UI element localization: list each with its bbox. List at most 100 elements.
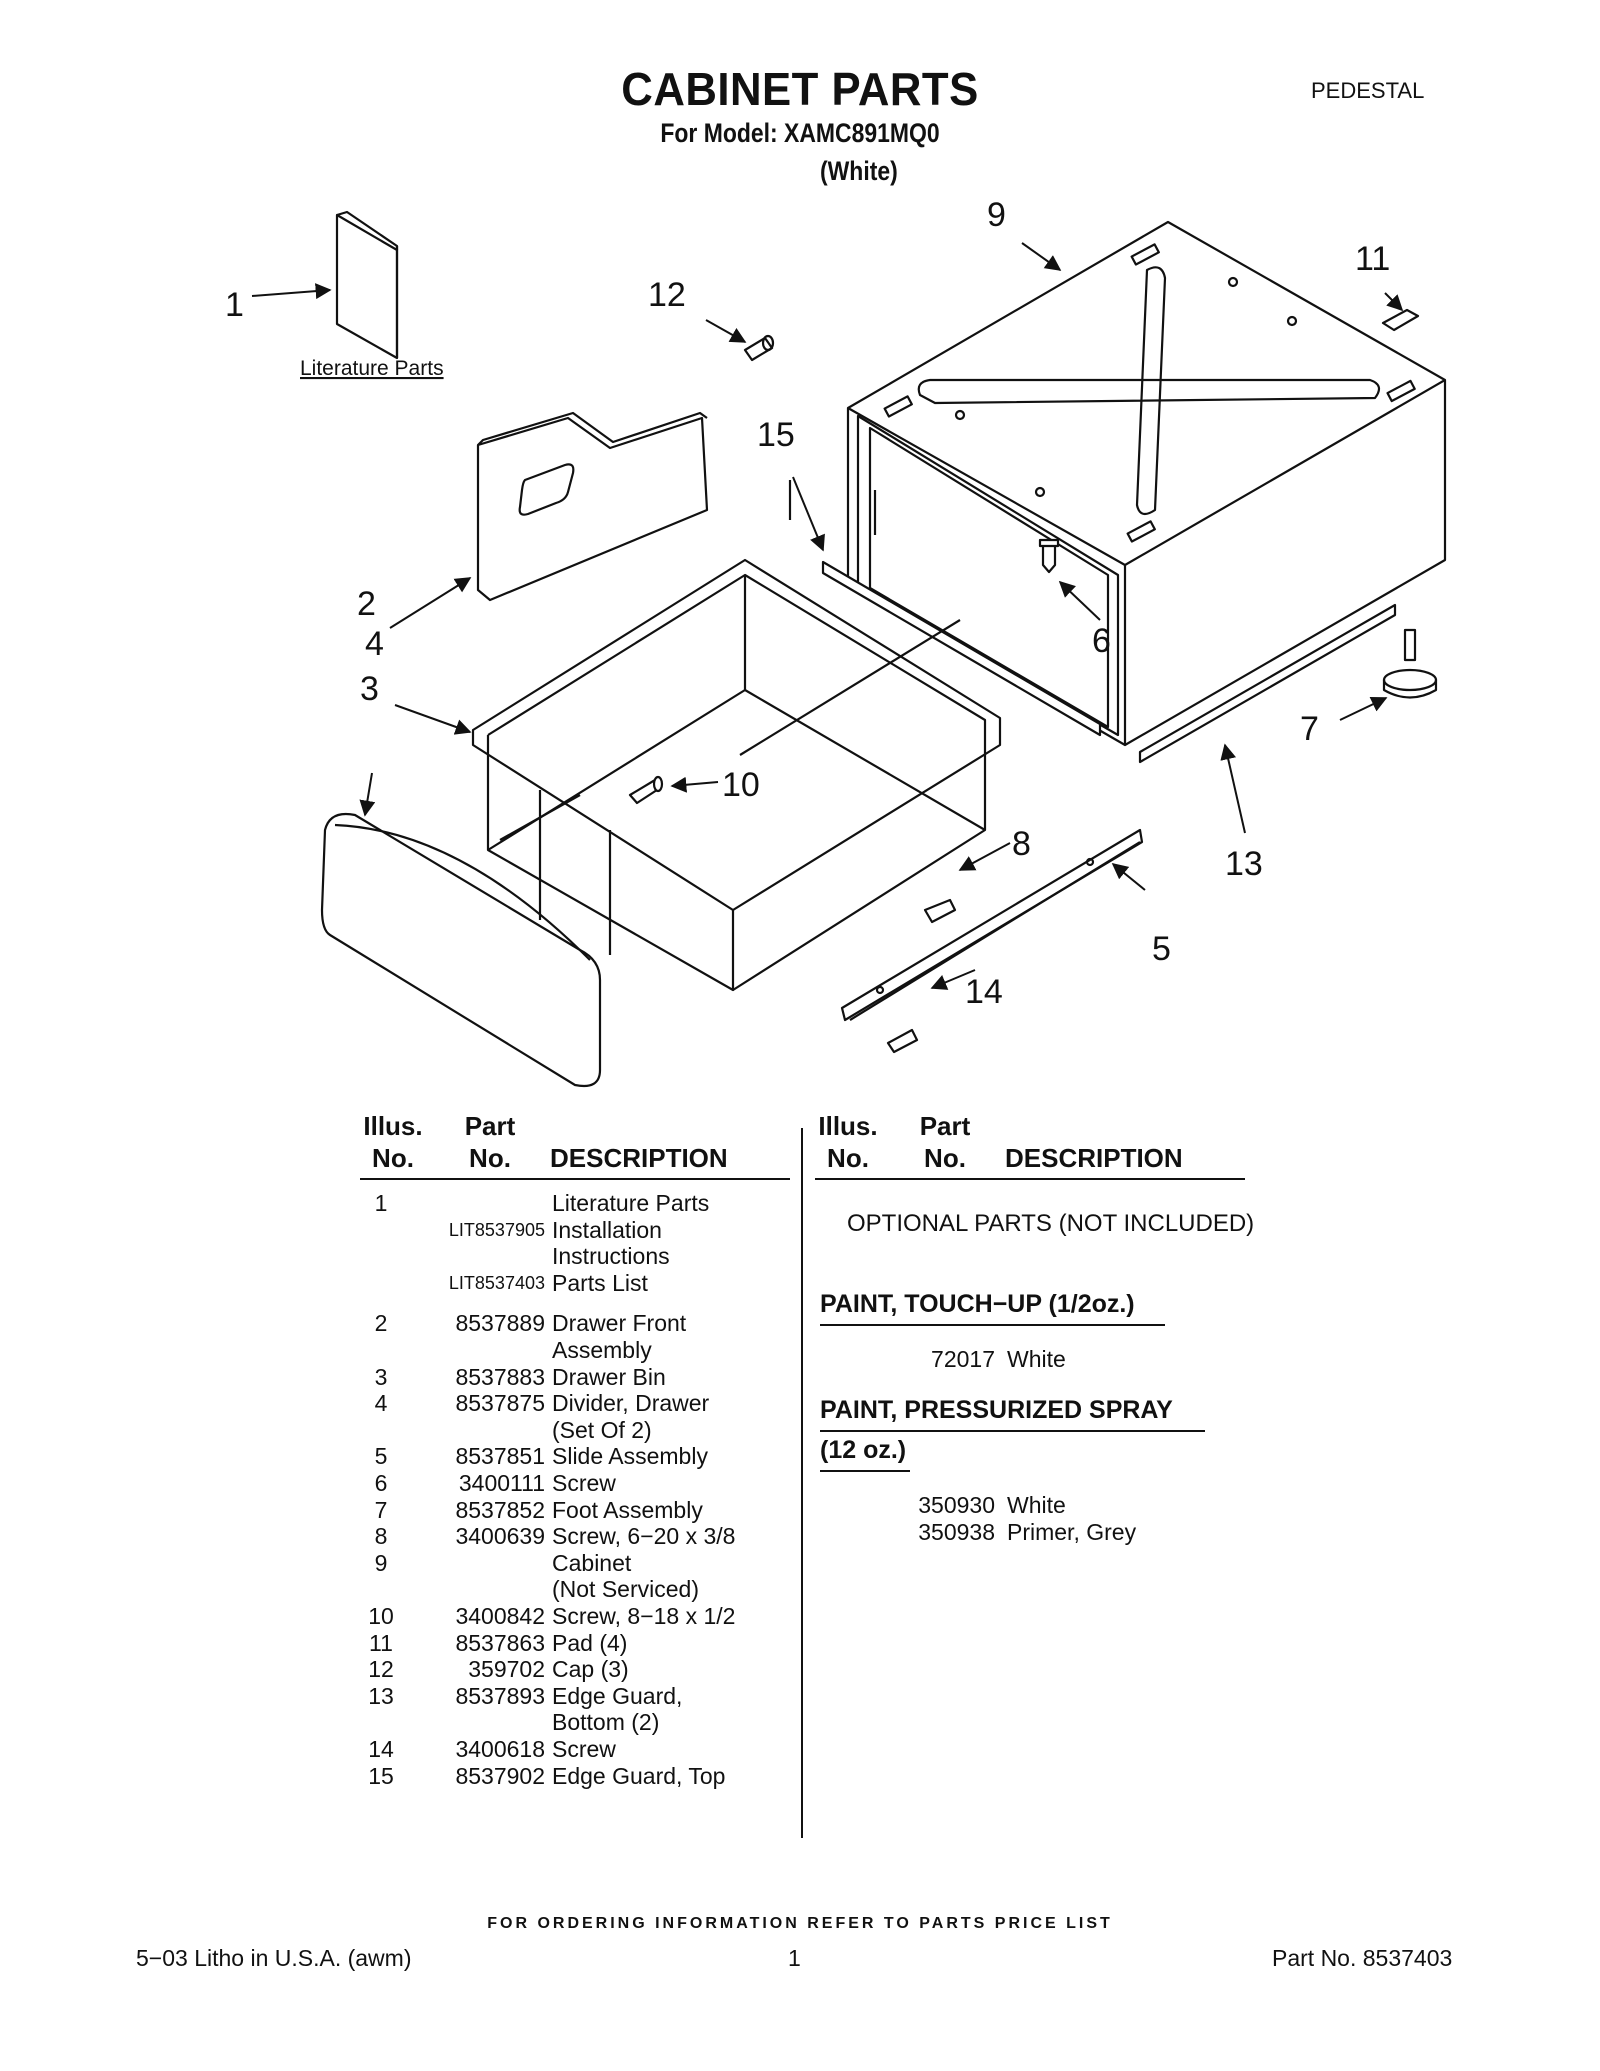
callout-12: 12	[648, 276, 686, 314]
part-description: Installation	[552, 1216, 662, 1243]
touchup-title: PAINT, TOUCH−UP (1/2oz.)	[820, 1290, 1135, 1318]
spray-rule-2	[820, 1470, 910, 1472]
table-row: (Not Serviced)	[360, 1576, 790, 1603]
part-description: Assembly	[552, 1337, 652, 1363]
edge-guard-top	[821, 560, 1102, 737]
pad	[1381, 308, 1420, 332]
part-description: Screw, 6−20 x 3/8	[552, 1523, 736, 1550]
table-row: 3 8537883 Drawer Bin	[360, 1364, 790, 1391]
ordering-note: FOR ORDERING INFORMATION REFER TO PARTS …	[487, 1915, 1113, 1932]
part-description: Parts List	[552, 1269, 648, 1296]
part-number: 3400618	[455, 1736, 545, 1762]
opt-header-part: Part No.	[919, 1111, 971, 1173]
part-description: Bottom (2)	[552, 1709, 660, 1736]
part-description: Foot Assembly	[552, 1496, 703, 1523]
part-description: Screw, 8−18 x 1/2	[552, 1603, 736, 1629]
part-number: 3400639	[455, 1523, 545, 1550]
part-description: Edge Guard,	[552, 1682, 683, 1709]
spray-subtitle: (12 oz.)	[820, 1436, 907, 1464]
slide-assembly	[840, 828, 1144, 1022]
literature-parts-label: Literature Parts	[300, 357, 444, 380]
part-description: Pad (4)	[552, 1629, 628, 1656]
callout-9: 9	[987, 196, 1006, 234]
foot-assembly	[1382, 628, 1438, 699]
part-number: 3400842	[455, 1603, 545, 1629]
callout-1: 1	[225, 286, 244, 324]
table-row: 7 8537852 Foot Assembly	[360, 1497, 790, 1524]
header-description: DESCRIPTION	[550, 1143, 728, 1173]
illus-number: 5	[374, 1443, 388, 1470]
litho-note: 5−03 Litho in U.S.A. (awm)	[136, 1945, 412, 1971]
part-description: White	[1007, 1492, 1066, 1518]
part-description: Instructions	[552, 1243, 670, 1270]
drawer-front	[320, 812, 602, 1088]
part-description: Edge Guard, Top	[552, 1762, 726, 1789]
illus-number: 10	[368, 1603, 394, 1629]
table-row: (Set Of 2)	[360, 1417, 790, 1444]
illus-number: 12	[368, 1656, 394, 1683]
opt-header-illus: Illus. No.	[818, 1111, 878, 1173]
part-number: 8537852	[455, 1496, 545, 1523]
illus-number: 1	[374, 1190, 388, 1216]
screw	[1038, 538, 1060, 574]
page-number: 1	[788, 1945, 801, 1971]
part-description: Slide Assembly	[552, 1443, 708, 1470]
part-description: Drawer Bin	[552, 1363, 666, 1390]
part-description: Screw	[552, 1736, 616, 1762]
part-description: Screw	[552, 1470, 616, 1496]
illus-number: 3	[374, 1363, 388, 1390]
callout-3: 3	[360, 670, 379, 708]
part-description: Cap (3)	[552, 1656, 629, 1683]
part-number: 3400111	[458, 1470, 545, 1496]
header-illus: Illus. No.	[363, 1111, 423, 1173]
part-number: 359702	[468, 1656, 545, 1683]
column-divider	[801, 1128, 803, 1838]
part-description: Primer, Grey	[1007, 1519, 1137, 1545]
callout-10: 10	[722, 766, 760, 804]
page-title: CABINET PARTS	[621, 63, 979, 115]
part-number: 8537863	[455, 1629, 545, 1656]
section-label: PEDESTAL	[1311, 78, 1425, 103]
callout-8: 8	[1012, 825, 1031, 863]
table-row: 14 3400618 Screw	[360, 1736, 790, 1763]
callout-6: 6	[1092, 622, 1111, 660]
illus-number: 14	[368, 1736, 394, 1762]
part-number: 8537851	[455, 1443, 545, 1470]
cap	[743, 334, 775, 362]
illus-number: 6	[374, 1470, 388, 1496]
part-number: LIT8537403	[448, 1272, 545, 1293]
cabinet	[846, 220, 1447, 747]
callout-4: 4	[365, 625, 384, 663]
model-line: For Model: XAMC891MQ0	[660, 118, 940, 148]
part-number: 8537893	[455, 1682, 545, 1709]
spray-rule-1	[820, 1430, 1205, 1432]
part-description: Drawer Front	[552, 1310, 687, 1337]
color-line: (White)	[820, 156, 898, 186]
callout-2: 2	[357, 585, 376, 623]
illus-number: 15	[368, 1762, 394, 1789]
table-row: Bottom (2)	[360, 1709, 790, 1736]
part-number: 8537883	[455, 1363, 545, 1390]
callout-5: 5	[1152, 930, 1171, 968]
drawer-divider	[476, 411, 709, 602]
table-row: Assembly	[360, 1337, 790, 1364]
table-row: Instructions	[360, 1243, 790, 1270]
edge-guard-bottom	[1138, 603, 1397, 764]
callout-14: 14	[965, 973, 1003, 1011]
part-number: 8537875	[455, 1390, 545, 1417]
illus-number: 7	[374, 1496, 388, 1523]
screw-10	[628, 775, 664, 805]
part-number: 8537902	[455, 1762, 545, 1789]
opt-header-description: DESCRIPTION	[1005, 1143, 1183, 1173]
part-description: Cabinet	[552, 1549, 632, 1576]
illus-number: 11	[369, 1629, 393, 1656]
part-number: 350930	[918, 1492, 995, 1518]
table-row: 6 3400111 Screw	[360, 1470, 790, 1497]
